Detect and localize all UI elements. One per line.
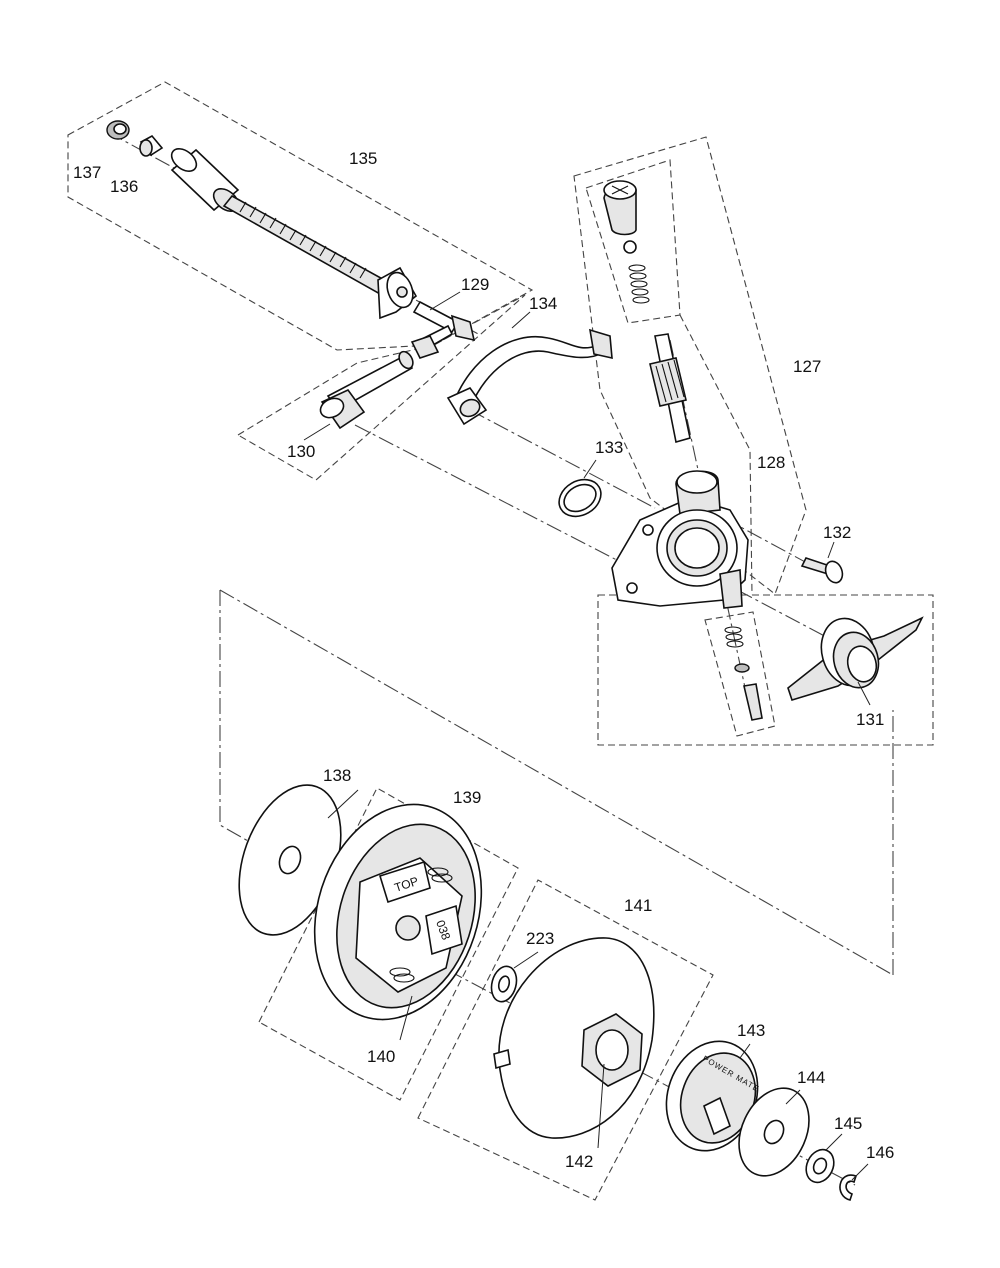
- axis-line-long: [219, 589, 894, 976]
- group-131-outline: [597, 594, 934, 746]
- group-valve-outline: [704, 611, 776, 737]
- label-143: 143: [737, 1021, 765, 1040]
- label-133: 133: [595, 438, 623, 457]
- group-outlines: [67, 81, 934, 1201]
- label-145: 145: [834, 1114, 862, 1133]
- label-127: 127: [793, 357, 821, 376]
- part-129-fitting: [410, 300, 476, 359]
- label-128: 128: [757, 453, 785, 472]
- label-134: 134: [529, 294, 557, 313]
- label-139: 139: [453, 788, 481, 807]
- label-131: 131: [856, 710, 884, 729]
- group-135-outline: [67, 81, 534, 351]
- part-132-screw: [800, 557, 844, 584]
- axis-line-134: [469, 409, 656, 509]
- label-141: 141: [624, 896, 652, 915]
- center-lines: [107, 131, 894, 1186]
- part-143-sprocket: POWER MATE: [665, 1040, 761, 1152]
- part-130-oil-line: [319, 350, 414, 430]
- group-141-outline: [417, 879, 714, 1201]
- part-137-cap: [106, 120, 130, 140]
- part-133-o-ring: [558, 478, 602, 518]
- part-223-washer: [490, 965, 518, 1003]
- part-labels: 127 128 129 130 131 132 133 134 135 136 …: [73, 149, 894, 1171]
- clutch-code-marking: 038: [433, 918, 453, 942]
- label-223: 223: [526, 929, 554, 948]
- part-146-e-clip: [839, 1174, 858, 1201]
- label-129: 129: [461, 275, 489, 294]
- part-144-washer: [738, 1087, 810, 1177]
- label-135: 135: [349, 149, 377, 168]
- part-135-adjuster: [170, 148, 418, 320]
- label-130: 130: [287, 442, 315, 461]
- label-146: 146: [866, 1143, 894, 1162]
- leader-lines: [303, 291, 871, 1181]
- part-131-worm-gear: [787, 616, 924, 701]
- part-valve-spring: [724, 626, 763, 721]
- group-139-outline: [258, 787, 519, 1101]
- part-145-washer: [805, 1148, 835, 1184]
- part-141-clutch-drum: [493, 937, 655, 1139]
- part-134-oil-pipe: [446, 328, 613, 426]
- label-132: 132: [823, 523, 851, 542]
- label-136: 136: [110, 177, 138, 196]
- part-136-bushing: [139, 134, 164, 157]
- group-127-outline: [573, 136, 807, 595]
- label-142: 142: [565, 1152, 593, 1171]
- group-128-leader: [679, 314, 753, 596]
- label-140: 140: [367, 1047, 395, 1066]
- label-137: 137: [73, 163, 101, 182]
- label-144: 144: [797, 1068, 825, 1087]
- group-130-outline: [236, 294, 526, 481]
- label-138: 138: [323, 766, 351, 785]
- part-127-pump-housing: [611, 470, 749, 609]
- part-139-clutch: TOP 038: [313, 803, 483, 1021]
- part-128-plunger-assembly: [603, 180, 691, 444]
